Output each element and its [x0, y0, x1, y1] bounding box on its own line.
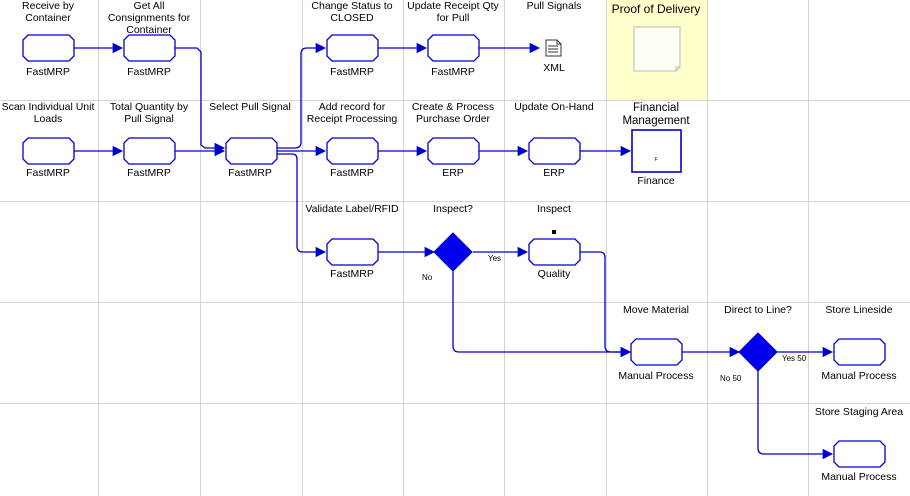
activity-system-label: ERP — [442, 167, 464, 179]
activity-move-material[interactable]: Manual Process — [618, 338, 694, 382]
activity-system-label: FastMRP — [431, 66, 475, 78]
activity-system-label: FastMRP — [330, 66, 374, 78]
decision-yes-label: Yes — [488, 254, 501, 263]
activity-system-label: Manual Process — [821, 370, 896, 382]
activity-create-po[interactable]: ERP — [427, 137, 480, 179]
xml-document-label: XML — [543, 62, 565, 74]
activity-system-label: FastMRP — [26, 167, 70, 179]
activity-scan[interactable]: FastMRP — [22, 137, 75, 179]
connector-select-to-change — [276, 42, 327, 149]
activity-add-record[interactable]: FastMRP — [326, 137, 379, 179]
xml-document-icon: XML — [543, 39, 565, 74]
column-title-pull-signals: Pull Signals — [527, 0, 582, 12]
connector-inspectq-no-to-move — [452, 271, 632, 358]
activity-update-receipt[interactable]: FastMRP — [427, 34, 480, 78]
finance-mark: F — [654, 157, 657, 163]
proof-of-delivery-document-icon — [633, 26, 681, 72]
activity-title-store-staging: Store Staging Area — [815, 406, 903, 418]
decision-no-label: No 50 — [720, 374, 742, 383]
activity-system-label: FastMRP — [330, 167, 374, 179]
decision-title-direct: Direct to Line? — [724, 304, 792, 316]
activity-validate[interactable]: FastMRP — [326, 238, 379, 280]
decision-direct-diamond[interactable]: Yes 50 No 50 — [720, 332, 807, 383]
activity-system-label: Manual Process — [618, 370, 693, 382]
activity-update-onhand[interactable]: ERP — [528, 137, 581, 179]
connector-select-to-validate — [276, 153, 327, 258]
finance-system-label: Finance — [637, 175, 675, 187]
activity-store-staging[interactable]: Manual Process — [821, 440, 897, 483]
decision-yes-label: Yes 50 — [782, 354, 807, 363]
decision-title-inspect: Inspect? — [433, 203, 473, 215]
activity-title-move-material: Move Material — [623, 304, 689, 316]
activity-inspect[interactable]: Quality — [528, 230, 581, 280]
activity-system-label: Manual Process — [821, 471, 896, 483]
activity-system-label: Quality — [538, 268, 571, 280]
activity-system-label: FastMRP — [127, 167, 171, 179]
activity-store-lineside[interactable]: Manual Process — [821, 338, 897, 382]
decision-inspect-diamond[interactable]: Yes No — [422, 232, 501, 282]
activity-title-update-onhand: Update On-Hand — [514, 101, 594, 113]
activity-title-validate: Validate Label/RFID — [305, 203, 399, 215]
activity-title-select-pull: Select Pull Signal — [209, 101, 291, 113]
column-title-proof-of-delivery: Proof of Delivery — [612, 2, 701, 16]
activity-total-qty[interactable]: FastMRP — [123, 137, 176, 179]
selection-handle — [552, 230, 556, 234]
activity-receive[interactable]: FastMRP — [22, 34, 75, 78]
activity-system-label: FastMRP — [330, 268, 374, 280]
activity-change-status[interactable]: FastMRP — [326, 34, 379, 78]
connector-directq-no-to-staging — [757, 371, 834, 460]
activity-get-consignments[interactable]: FastMRP — [123, 34, 176, 78]
decision-no-label: No — [422, 273, 433, 282]
activity-system-label: FastMRP — [127, 66, 171, 78]
activity-select-pull[interactable]: FastMRP — [225, 137, 278, 179]
activity-system-label: FastMRP — [228, 167, 272, 179]
activity-system-label: FastMRP — [26, 66, 70, 78]
activity-title-store-lineside: Store Lineside — [825, 304, 892, 316]
activity-title-inspect: Inspect — [537, 203, 571, 215]
finance-system-box[interactable]: F Finance — [631, 129, 682, 187]
connectors — [73, 42, 834, 460]
activity-system-label: ERP — [543, 167, 565, 179]
connector-get-to-select — [175, 47, 226, 154]
